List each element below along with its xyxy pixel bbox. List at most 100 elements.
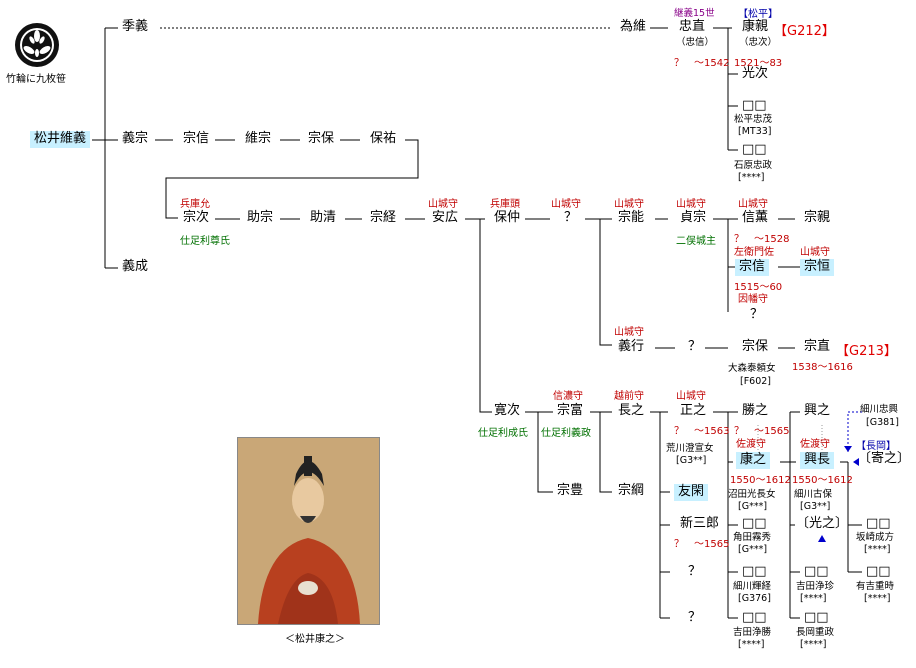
person-q3: ？ (688, 339, 702, 354)
person-yoriyuki: 〔寄之〕 (858, 451, 911, 466)
ref-unk2: [****] (738, 172, 765, 183)
person-q5: ？ (688, 610, 702, 625)
ref-unk7: [****] (800, 639, 827, 650)
ref-unk5: [****] (738, 639, 765, 650)
person-munetsugu: 宗次 (183, 210, 210, 225)
title-q2: 因幡守 (738, 294, 768, 305)
person-unk6: □□ (804, 564, 829, 579)
note-unk8: 坂崎成方 (856, 532, 895, 543)
note-sadamune: 二俣城主 (676, 236, 716, 247)
person-unk1: □□ (742, 98, 767, 113)
portrait-caption: ＜松井康之＞ (285, 634, 345, 645)
note-tadanao: （忠信） (676, 37, 715, 48)
person-okiyuki: 興之 (804, 403, 831, 418)
bamboo-crest-icon (15, 23, 59, 67)
person-unk5: □□ (742, 610, 767, 625)
person-yukan: 友閑 (674, 484, 709, 501)
note-unk2: 石原忠政 (734, 160, 773, 171)
note-unk7: 長岡重政 (796, 627, 835, 638)
person-munetsune2: 宗恒 (800, 259, 835, 276)
title-yoshiyuki: 山城守 (614, 327, 644, 338)
person-unk3: □□ (742, 516, 767, 531)
person-sadamune: 貞宗 (680, 210, 707, 225)
date-tadanao: ？ ～1542 (674, 58, 730, 69)
person-q1: ？ (564, 210, 578, 225)
date-katsuyuki: ？ ～1565 (734, 426, 790, 437)
person-shinsaburo: 新三郎 (680, 516, 720, 531)
person-munenao: 宗直 (804, 339, 831, 354)
note-munetsugu: 仕足利尊氏 (180, 236, 230, 247)
person-muneyasu: 宗保 (308, 131, 335, 146)
crest-caption: 竹輪に九枚笹 (6, 74, 66, 85)
title-yasuchika: 【松平】 (738, 9, 778, 20)
person-yasuyuki: 康之 (736, 452, 771, 469)
date-nobushige: ？ ～1528 (734, 234, 790, 245)
ref-unk9: [****] (864, 593, 891, 604)
note-unk6: 吉田浄珍 (796, 581, 835, 592)
note-unk1: 松平忠茂 (734, 114, 773, 125)
ref-muneyasu2: [F602] (740, 376, 772, 387)
note-unk4: 細川輝経 (733, 581, 772, 592)
date-yasuchika: 1521～83 (734, 58, 783, 69)
ref-unk1: [MT33] (738, 126, 772, 137)
note-munetomi: 仕足利義政 (541, 428, 591, 439)
person-q2: ？ (750, 307, 764, 322)
person-munenobu: 宗信 (183, 131, 210, 146)
note-unk5: 吉田浄勝 (733, 627, 772, 638)
person-munetsune: 宗経 (370, 210, 397, 225)
person-nagayuki: 長之 (618, 403, 645, 418)
portrait-image (237, 437, 380, 625)
title-nobushige: 山城守 (738, 199, 768, 210)
person-yoshiyuki: 義行 (618, 339, 645, 354)
title-munetomi: 信濃守 (553, 391, 583, 402)
date-munenobu2: 1515～60 (734, 282, 783, 293)
title-q1: 山城守 (551, 199, 581, 210)
note-yasuyuki: 沼田光長女 (728, 489, 776, 500)
note-okinaga: 細川古保 (794, 489, 833, 500)
person-okinaga: 興長 (800, 452, 835, 469)
note-muneyasu2: 大森泰頼女 (728, 363, 776, 374)
person-yasuhiro: 安広 (432, 210, 459, 225)
person-munenobu2: 宗信 (735, 259, 770, 276)
title-nagaoka: 【長岡】 (856, 441, 896, 452)
title-tadanao: 継義15世 (674, 8, 715, 19)
title-yasuhiro: 山城守 (428, 199, 458, 210)
note-hirotsugu: 仕足利成氏 (478, 428, 528, 439)
title-nagayuki: 越前守 (614, 391, 644, 402)
person-muneyasu2: 宗保 (742, 339, 769, 354)
person-unk2: □□ (742, 142, 767, 157)
ref-hosokawa: [G381] (866, 417, 899, 428)
ref-okinaga: [G3**] (800, 501, 831, 512)
date-munenao: 1538～1616 (792, 362, 853, 373)
person-sukemune: 助宗 (247, 210, 274, 225)
title-munetsugu: 兵庫允 (180, 199, 210, 210)
person-mitsuyuki: 〔光之〕 (796, 516, 849, 531)
note-unk9: 有吉重時 (856, 581, 895, 592)
person-munetsuna: 宗綱 (618, 483, 645, 498)
title-yasunaka: 兵庫頭 (490, 199, 520, 210)
note-hosokawa: 細川忠興 (860, 404, 899, 415)
note-unk3: 角田霧秀 (733, 532, 772, 543)
person-tamekore: 為維 (620, 19, 647, 34)
ref-g212: 【G212】 (774, 24, 835, 39)
person-munechika: 宗親 (804, 210, 831, 225)
ref-unk4: [G376] (738, 593, 771, 604)
person-yasumasa: 保祐 (370, 131, 397, 146)
person-muneyoshi: 宗能 (618, 210, 645, 225)
ref-unk6: [****] (800, 593, 827, 604)
date-yasuyuki: 1550～1612 (730, 475, 791, 486)
ref-unk3: [G***] (738, 544, 768, 555)
title-munenobu2: 左衛門佐 (734, 247, 774, 258)
person-muneyoshi2: 宗豊 (557, 483, 584, 498)
person-munetomi: 宗富 (557, 403, 584, 418)
note-yasuchika: （忠次） (739, 37, 778, 48)
person-mitsutsugu: 光次 (742, 66, 769, 81)
title-masayuki: 山城守 (676, 391, 706, 402)
title-muneyoshi: 山城守 (614, 199, 644, 210)
person-katsuyuki: 勝之 (742, 403, 769, 418)
person-nobushige: 信薫 (742, 210, 769, 225)
person-koremune: 維宗 (245, 131, 272, 146)
person-masayuki: 正之 (680, 403, 707, 418)
person-yoshinari: 義成 (122, 259, 149, 274)
person-koreyoshi: 松井維義 (30, 131, 91, 148)
